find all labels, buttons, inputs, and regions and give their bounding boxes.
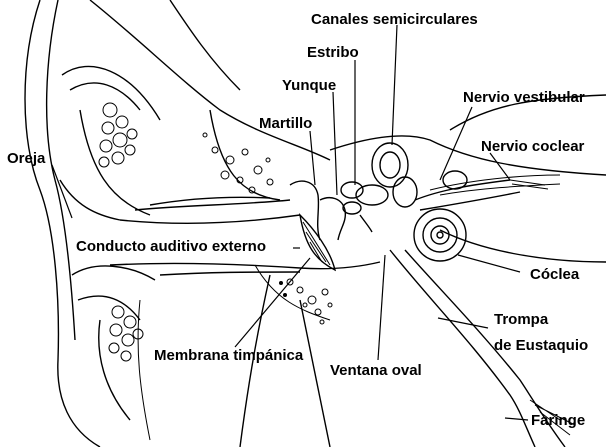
label-nervio-vestibular: Nervio vestibular bbox=[463, 89, 585, 106]
inner-ear-drawing bbox=[356, 143, 560, 261]
label-yunque: Yunque bbox=[282, 77, 336, 94]
label-coclea: Cóclea bbox=[530, 266, 580, 283]
label-nervio-coclear: Nervio coclear bbox=[481, 138, 585, 155]
label-de-eustaquio: de Eustaquio bbox=[494, 337, 588, 354]
label-oreja: Oreja bbox=[7, 150, 46, 167]
label-estribo: Estribo bbox=[307, 44, 359, 61]
label-faringe: Faringe bbox=[531, 412, 585, 429]
outer-ear-drawing bbox=[25, 0, 160, 447]
label-ventana-oval: Ventana oval bbox=[330, 362, 422, 379]
label-trompa: Trompa bbox=[494, 311, 549, 328]
label-martillo: Martillo bbox=[259, 115, 312, 132]
label-conducto-auditivo-externo: Conducto auditivo externo bbox=[76, 238, 266, 255]
ear-canal-drawing bbox=[110, 197, 300, 275]
ossicles-drawing bbox=[290, 181, 372, 240]
label-membrana-timpanica: Membrana timpánica bbox=[154, 347, 304, 364]
cartilage-texture-upper bbox=[99, 103, 137, 167]
label-canales-semicirculares: Canales semicirculares bbox=[311, 11, 478, 28]
